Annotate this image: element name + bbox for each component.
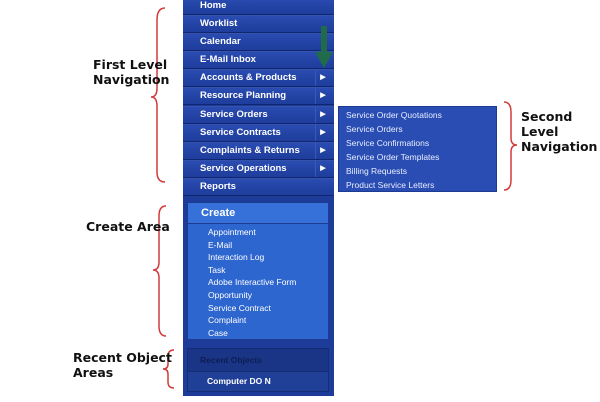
nav-label: Service Orders: [200, 108, 268, 120]
submenu-arrow-icon: ▶: [315, 106, 330, 123]
nav-label: Accounts & Products: [200, 72, 297, 84]
annotation-line: Recent Object: [73, 350, 172, 365]
create-item[interactable]: Task: [208, 264, 226, 275]
create-item[interactable]: Appointment: [208, 227, 256, 237]
nav-item-complaints-returns[interactable]: Complaints & Returns ▶: [183, 141, 334, 160]
create-item[interactable]: Opportunity: [208, 290, 252, 300]
nav-label: Worklist: [200, 18, 238, 29]
nav-label: Reports: [200, 180, 236, 192]
nav-item-service-orders[interactable]: Service Orders ▶: [183, 105, 334, 124]
nav-label: Complaints & Returns: [200, 144, 300, 156]
bracket-recent: [162, 349, 175, 389]
nav-item-service-operations[interactable]: Service Operations ▶: [183, 159, 334, 178]
create-item[interactable]: Service Contract: [208, 302, 271, 313]
create-item[interactable]: Complaint: [208, 315, 247, 326]
annotation-line: Areas: [73, 365, 114, 380]
nav-item-calendar[interactable]: Calendar: [183, 33, 334, 52]
submenu-arrow-icon: ▶: [315, 160, 330, 177]
recent-objects-area: Recent Objects Computer DO N: [187, 348, 329, 392]
annotation-line: Second Level: [521, 109, 573, 139]
bracket-first-level: [150, 7, 166, 183]
nav-label: Service Operations: [200, 162, 287, 174]
nav-item-reports[interactable]: Reports: [183, 177, 334, 196]
flyout-item[interactable]: Service Order Templates: [346, 152, 440, 162]
submenu-arrow-icon: ▶: [315, 142, 330, 159]
flyout-item[interactable]: Service Orders: [346, 124, 403, 134]
submenu-arrow-icon: ▶: [315, 124, 330, 141]
nav-item-e-mail-inbox[interactable]: E-Mail Inbox: [183, 51, 334, 70]
create-item[interactable]: Case: [208, 327, 228, 338]
nav-label: E-Mail Inbox: [200, 54, 256, 66]
nav-item-service-contracts[interactable]: Service Contracts ▶: [183, 123, 334, 142]
annotation-create-area: Create Area: [86, 219, 170, 234]
submenu-arrow-icon: ▶: [315, 88, 330, 105]
recent-object-item[interactable]: Computer DO N: [207, 376, 271, 386]
nav-label: Home: [200, 0, 227, 11]
flyout-item[interactable]: Service Confirmations: [346, 138, 430, 148]
submenu-arrow-icon: ▶: [315, 70, 330, 87]
nav-label: Service Contracts: [200, 126, 281, 138]
annotation-line: Navigation: [93, 72, 170, 87]
bracket-second-level: [503, 101, 518, 191]
nav-label: Resource Planning: [200, 90, 287, 102]
create-item[interactable]: E-Mail: [208, 239, 233, 250]
nav-item-resource-planning[interactable]: Resource Planning ▶: [183, 87, 334, 106]
nav-item-home[interactable]: Home: [183, 0, 334, 15]
create-item[interactable]: Interaction Log: [208, 252, 265, 263]
nav-label: Calendar: [200, 36, 241, 48]
annotation-line: First Level: [93, 57, 168, 72]
flyout-item[interactable]: Product Service Letters: [346, 180, 435, 190]
nav-item-accounts-products[interactable]: Accounts & Products ▶: [183, 69, 334, 88]
flyout-item[interactable]: Service Order Quotations: [346, 110, 442, 120]
flyout-item[interactable]: Billing Requests: [346, 166, 407, 176]
create-header: Create: [188, 203, 328, 224]
bracket-create: [152, 205, 167, 337]
annotation-line: Navigation: [521, 139, 598, 154]
create-item[interactable]: Adobe Interactive Form: [208, 277, 297, 288]
recent-objects-header: Recent Objects: [188, 349, 328, 372]
arrow-down-icon: [315, 26, 333, 68]
nav-item-worklist[interactable]: Worklist: [183, 15, 334, 33]
